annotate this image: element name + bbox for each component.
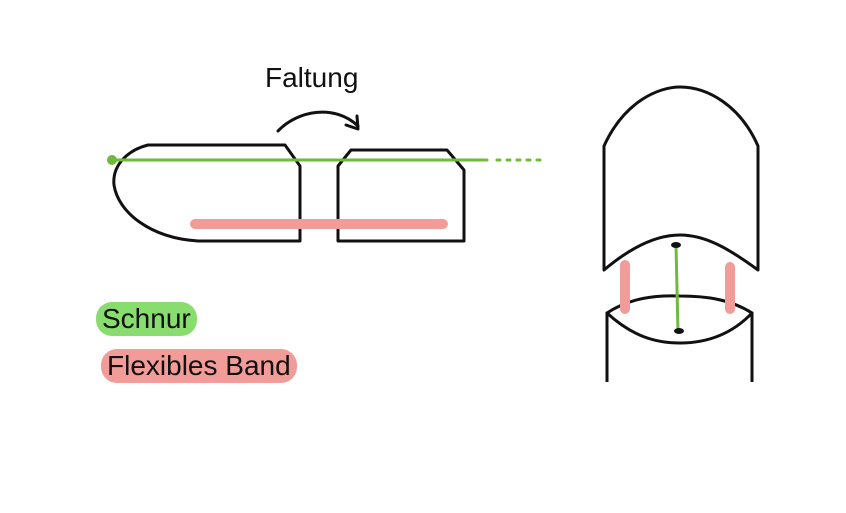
cord-hole-top (671, 242, 681, 248)
fold-arrowhead-icon (344, 114, 360, 131)
legend-band: Flexibles Band (101, 349, 297, 383)
cord-hole-bottom (674, 328, 684, 334)
legend-cord: Schnur (96, 302, 197, 336)
fold-arrow-icon (276, 110, 360, 133)
right-segment-outline (336, 148, 466, 243)
fold-label: Faltung (265, 62, 359, 93)
cord-end-view (674, 243, 680, 334)
lower-piece-outline (605, 311, 754, 382)
upper-piece-outline (602, 85, 760, 272)
left-segment-outline (112, 143, 302, 243)
